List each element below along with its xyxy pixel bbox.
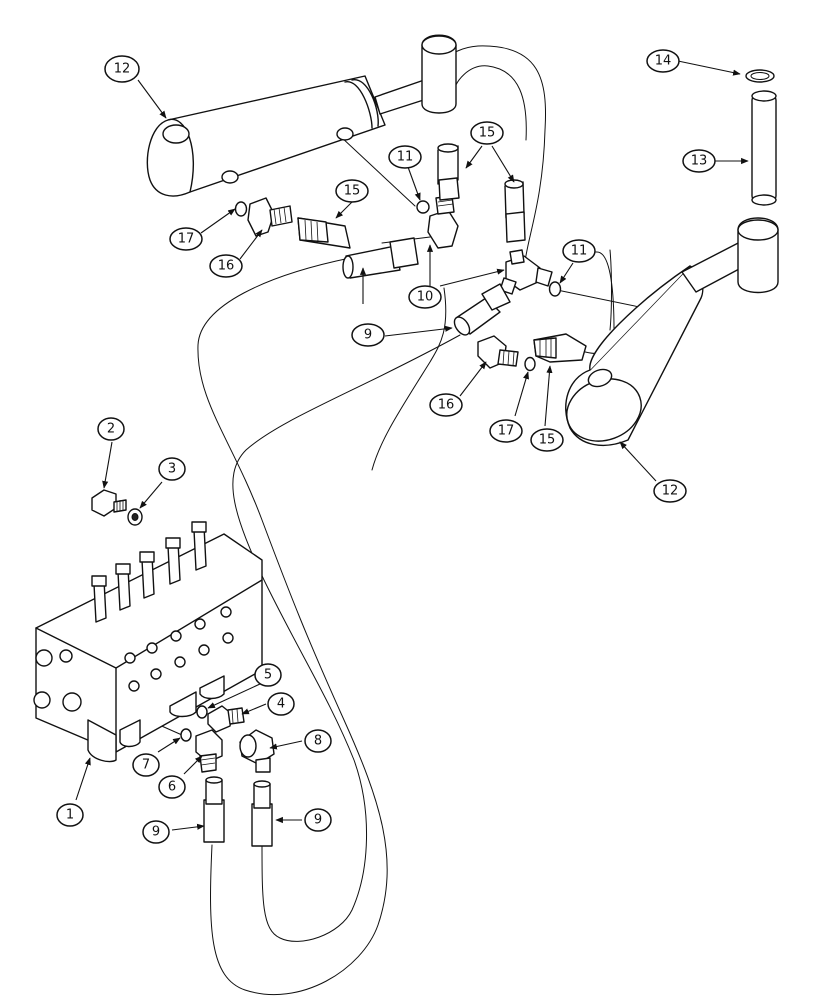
svg-text:12: 12 bbox=[114, 62, 131, 77]
callout-13: 13 bbox=[682, 149, 716, 173]
callout-11-upper: 11 bbox=[388, 145, 422, 169]
callout-9-upper: 9 bbox=[351, 323, 385, 347]
callout-12-lower: 12 bbox=[653, 479, 687, 503]
svg-text:14: 14 bbox=[655, 54, 672, 69]
callout-5: 5 bbox=[254, 663, 282, 687]
hose-end-9-upper bbox=[342, 237, 419, 279]
svg-text:15: 15 bbox=[539, 433, 556, 448]
svg-text:9: 9 bbox=[314, 813, 322, 828]
hose-end-15-left bbox=[297, 217, 351, 249]
svg-text:4: 4 bbox=[277, 697, 285, 712]
retaining-ring bbox=[745, 69, 775, 83]
callout-14: 14 bbox=[646, 49, 680, 73]
hose-end-9-middle bbox=[453, 283, 511, 336]
svg-text:17: 17 bbox=[178, 232, 195, 247]
elbow-16-upper bbox=[247, 197, 293, 237]
svg-text:12: 12 bbox=[662, 484, 679, 499]
callout-16-lower: 16 bbox=[429, 393, 463, 417]
hose-end-9-lower-left bbox=[203, 776, 225, 843]
oring-11-right bbox=[548, 281, 562, 297]
pin bbox=[751, 90, 777, 206]
bolt bbox=[91, 489, 127, 517]
callout-9-lower-left: 9 bbox=[142, 820, 170, 844]
svg-text:16: 16 bbox=[218, 259, 235, 274]
svg-text:11: 11 bbox=[397, 150, 414, 165]
callout-16-upper: 16 bbox=[209, 254, 243, 278]
svg-text:8: 8 bbox=[314, 734, 322, 749]
callout-17-upper: 17 bbox=[169, 227, 203, 251]
leader-lines bbox=[75, 60, 749, 831]
svg-text:15: 15 bbox=[479, 126, 496, 141]
svg-text:5: 5 bbox=[264, 668, 272, 683]
elbow-16-lower bbox=[477, 335, 519, 369]
oring-5 bbox=[196, 705, 208, 719]
svg-text:2: 2 bbox=[107, 422, 115, 437]
oring-11-upper bbox=[416, 200, 430, 214]
callout-9-lower-right: 9 bbox=[304, 808, 332, 832]
callout-17-lower: 17 bbox=[489, 419, 523, 443]
callout-7: 7 bbox=[132, 753, 160, 777]
hose-lower-right bbox=[371, 249, 612, 471]
svg-text:9: 9 bbox=[364, 328, 372, 343]
svg-text:7: 7 bbox=[142, 758, 150, 773]
svg-text:9: 9 bbox=[152, 825, 160, 840]
svg-text:6: 6 bbox=[168, 780, 176, 795]
callout-12-upper: 12 bbox=[104, 55, 140, 83]
elbow-8 bbox=[239, 729, 275, 773]
callout-6: 6 bbox=[158, 775, 186, 799]
callout-10: 10 bbox=[408, 285, 442, 309]
svg-text:10: 10 bbox=[417, 290, 434, 305]
callout-11-right: 11 bbox=[562, 239, 596, 263]
svg-text:3: 3 bbox=[168, 462, 176, 477]
tee-10 bbox=[499, 249, 553, 295]
oring-7 bbox=[180, 728, 192, 742]
hose-end-15-lower bbox=[533, 333, 587, 363]
svg-text:16: 16 bbox=[438, 398, 455, 413]
svg-text:1: 1 bbox=[66, 808, 74, 823]
elbow-10-upper bbox=[427, 195, 459, 249]
adapter-4 bbox=[207, 705, 245, 733]
upper-cylinder bbox=[146, 34, 457, 197]
callout-8: 8 bbox=[304, 729, 332, 753]
svg-text:11: 11 bbox=[571, 244, 588, 259]
callout-15-top: 15 bbox=[470, 121, 504, 145]
oring-17-upper bbox=[234, 201, 248, 217]
callout-15-lower: 15 bbox=[530, 428, 564, 452]
hose-end-15-top-a bbox=[437, 143, 460, 201]
callout-15-left: 15 bbox=[335, 179, 369, 203]
washer bbox=[127, 508, 143, 526]
svg-text:15: 15 bbox=[344, 184, 361, 199]
control-valve bbox=[33, 521, 263, 763]
callout-4: 4 bbox=[267, 692, 295, 716]
lower-cylinder bbox=[565, 217, 779, 447]
hose-end-9-lower-right bbox=[251, 780, 273, 847]
hose-long-left bbox=[197, 257, 461, 995]
callout-3: 3 bbox=[158, 457, 186, 481]
callout-2: 2 bbox=[97, 417, 125, 441]
elbow-6 bbox=[195, 729, 223, 773]
oring-17-lower bbox=[524, 356, 536, 372]
callout-1: 1 bbox=[56, 803, 84, 827]
svg-text:17: 17 bbox=[498, 424, 515, 439]
hose-end-15-top-b bbox=[504, 179, 526, 243]
svg-text:13: 13 bbox=[691, 154, 708, 169]
